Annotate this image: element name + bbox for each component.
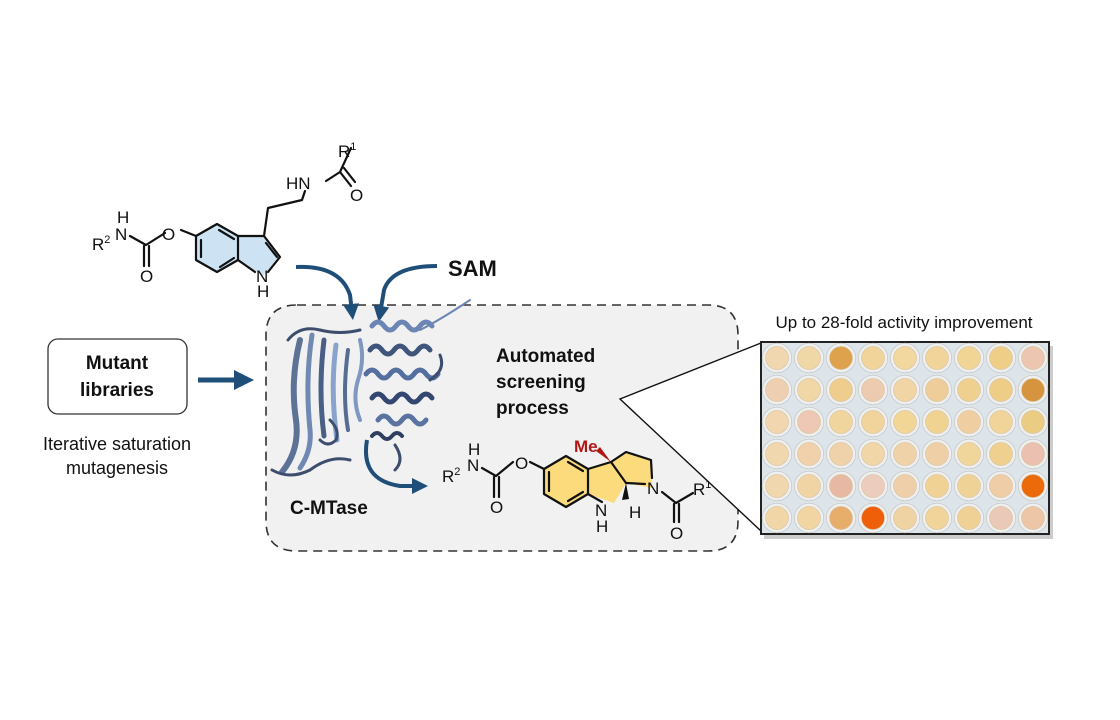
substrate-n-carbamate: N <box>115 225 127 244</box>
product-n-carbamate: N <box>467 456 479 475</box>
sam-arrow <box>373 264 438 322</box>
well <box>861 506 885 530</box>
mutant-libraries-line1: Mutant <box>86 353 149 374</box>
well <box>1021 410 1045 434</box>
well <box>829 410 853 434</box>
well <box>925 474 949 498</box>
well <box>797 346 821 370</box>
well <box>1021 474 1045 498</box>
well <box>1021 378 1045 402</box>
well <box>861 474 885 498</box>
well <box>989 346 1013 370</box>
substrate-hn-amide: HN <box>286 174 311 193</box>
screening-line2: screening <box>496 372 586 393</box>
well <box>829 506 853 530</box>
product-benzene-fill <box>544 456 588 507</box>
well <box>829 346 853 370</box>
substrate-arrow <box>295 264 360 320</box>
well <box>893 474 917 498</box>
well <box>893 442 917 466</box>
well <box>765 442 789 466</box>
plate-caption: Up to 28-fold activity improvement <box>776 313 1033 332</box>
substrate-structure: N H HN O R1 O O N H R2 <box>92 141 363 301</box>
well <box>861 378 885 402</box>
screening-line1: Automated <box>496 346 595 367</box>
well <box>797 378 821 402</box>
well <box>893 410 917 434</box>
well <box>861 442 885 466</box>
well <box>765 346 789 370</box>
well <box>861 410 885 434</box>
well <box>829 378 853 402</box>
well <box>925 378 949 402</box>
well <box>957 506 981 530</box>
product-structure: Me N R1 O N H H O O N H R2 <box>442 437 711 543</box>
substrate-o-amide: O <box>350 186 363 205</box>
well <box>893 346 917 370</box>
well <box>989 474 1013 498</box>
product-nh-indoline: N <box>595 501 607 520</box>
well <box>925 442 949 466</box>
well <box>765 410 789 434</box>
well <box>829 474 853 498</box>
well <box>957 474 981 498</box>
well <box>989 442 1013 466</box>
well <box>1021 346 1045 370</box>
product-h-carbamate: H <box>468 440 480 459</box>
sam-label: SAM <box>448 256 497 281</box>
well <box>957 410 981 434</box>
product-me: Me <box>574 437 598 456</box>
method-line1: Iterative saturation <box>43 434 191 454</box>
well <box>925 410 949 434</box>
well <box>1021 442 1045 466</box>
product-indoline-fill <box>588 462 626 503</box>
substrate-n-indole: N <box>256 267 268 286</box>
well <box>797 506 821 530</box>
well <box>989 410 1013 434</box>
enzyme-label: C-MTase <box>290 498 368 519</box>
product-h-indoline: H <box>596 517 608 536</box>
well <box>765 474 789 498</box>
method-line2: mutagenesis <box>66 458 168 478</box>
well <box>957 346 981 370</box>
substrate-h-indole: H <box>257 282 269 301</box>
product-o-amide: O <box>670 524 683 543</box>
product-r2: R2 <box>442 466 460 486</box>
well <box>957 378 981 402</box>
product-o-carbonyl: O <box>490 498 503 517</box>
well <box>925 506 949 530</box>
well <box>829 442 853 466</box>
well-plate-photo <box>760 341 1050 535</box>
substrate-r2: R2 <box>92 234 110 254</box>
well <box>797 442 821 466</box>
well <box>765 378 789 402</box>
mutant-libraries-box <box>47 338 188 415</box>
well <box>1021 506 1045 530</box>
well <box>957 442 981 466</box>
well <box>893 378 917 402</box>
well-grid <box>761 342 1049 534</box>
substrate-o-carbonyl: O <box>140 267 153 286</box>
screening-line3: process <box>496 398 569 419</box>
well <box>797 474 821 498</box>
product-pyrrolidine-fill <box>611 452 652 488</box>
product-r1: R1 <box>693 479 711 499</box>
well <box>765 506 789 530</box>
substrate-h-carbamate: H <box>117 208 129 227</box>
well <box>797 410 821 434</box>
well <box>893 506 917 530</box>
mutant-libraries-line2: libraries <box>80 380 154 401</box>
well <box>861 346 885 370</box>
product-h-fusion: H <box>629 503 641 522</box>
well <box>925 346 949 370</box>
product-o-ester: O <box>515 454 528 473</box>
c-mtase-protein-structure <box>270 299 471 477</box>
product-n-pyrrolidine: N <box>647 479 659 498</box>
well <box>989 506 1013 530</box>
well <box>989 378 1013 402</box>
substrate-o-ester: O <box>162 225 175 244</box>
enzyme-to-product-arrow <box>364 439 428 494</box>
substrate-r1: R1 <box>338 141 356 161</box>
